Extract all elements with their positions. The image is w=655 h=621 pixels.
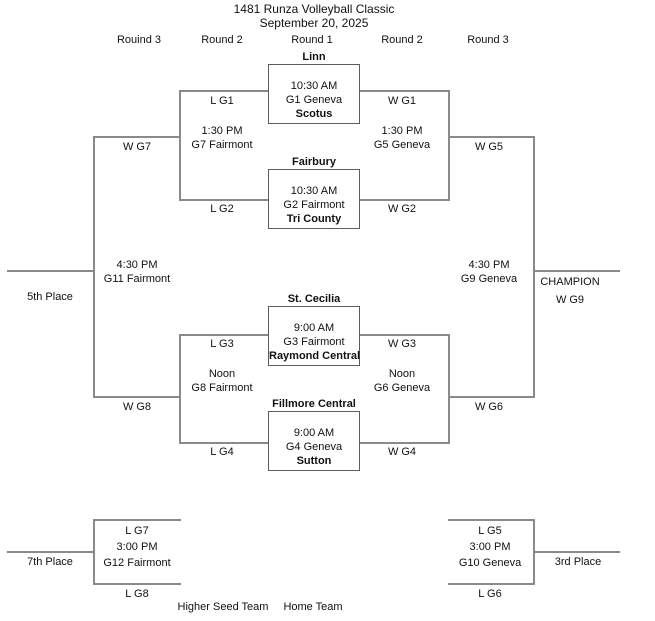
game3-home-team: Raymond Central bbox=[269, 350, 361, 362]
feeder-l-g2: L G2 bbox=[210, 203, 234, 215]
game2-time: 10:30 AM bbox=[290, 185, 338, 197]
legend-home-team: Home Team bbox=[283, 601, 343, 613]
game10-time: 3:00 PM bbox=[469, 541, 511, 553]
bracket-line bbox=[181, 199, 268, 201]
game2-location: G2 Fairmont bbox=[283, 199, 345, 211]
game2-home-team: Tri County bbox=[286, 213, 342, 225]
game1-higher-seed: Linn bbox=[302, 51, 326, 63]
bracket-line bbox=[93, 519, 95, 585]
bracket-line bbox=[181, 90, 268, 92]
bracket-line bbox=[93, 396, 181, 398]
bracket-line bbox=[448, 583, 535, 585]
round-header-left-2: Round 2 bbox=[201, 34, 243, 46]
game1-box: 10:30 AM G1 Geneva Scotus bbox=[268, 64, 360, 124]
round-header-right-2: Round 2 bbox=[381, 34, 423, 46]
game4-home-team: Sutton bbox=[296, 455, 332, 467]
bracket-line bbox=[448, 136, 535, 138]
third-top-feed: L G5 bbox=[478, 525, 502, 537]
game4-time: 9:00 AM bbox=[293, 427, 335, 439]
bracket-line bbox=[181, 442, 268, 444]
game3-higher-seed: St. Cecilia bbox=[287, 293, 341, 305]
bracket-line bbox=[93, 583, 181, 585]
bracket-line bbox=[448, 396, 535, 398]
round-header-1: Round 1 bbox=[291, 34, 333, 46]
game3-box: 9:00 AM G3 Fairmont Raymond Central bbox=[268, 306, 360, 366]
game6-location: G6 Geneva bbox=[373, 382, 431, 394]
game7-location: G7 Fairmont bbox=[191, 139, 253, 151]
game1-home-team: Scotus bbox=[295, 108, 333, 120]
bracket-line bbox=[7, 551, 93, 553]
bracket-line bbox=[93, 519, 181, 521]
feeder-w-g4: W G4 bbox=[387, 446, 417, 458]
game11-location: G11 Fairmont bbox=[103, 273, 171, 285]
bracket-line bbox=[448, 334, 450, 444]
seventh-top-feed: L G7 bbox=[125, 525, 149, 537]
fifth-place-label: 5th Place bbox=[27, 291, 73, 303]
game6-time: Noon bbox=[388, 368, 416, 380]
feeder-l-g1: L G1 bbox=[210, 95, 234, 107]
feeder-w-g1: W G1 bbox=[387, 95, 417, 107]
bracket-line bbox=[535, 270, 620, 272]
game2-higher-seed: Fairbury bbox=[291, 156, 336, 168]
winner-g8: W G8 bbox=[122, 401, 152, 413]
game3-time: 9:00 AM bbox=[293, 322, 335, 334]
bracket-line bbox=[179, 90, 181, 201]
game7-time: 1:30 PM bbox=[201, 125, 243, 137]
game11-time: 4:30 PM bbox=[116, 259, 158, 271]
bracket-line bbox=[93, 136, 95, 398]
champion-label: CHAMPION bbox=[540, 276, 600, 288]
game4-higher-seed: Fillmore Central bbox=[272, 398, 356, 410]
winner-g6: W G6 bbox=[474, 401, 504, 413]
game8-location: G8 Fairmont bbox=[191, 382, 253, 394]
bracket-line bbox=[360, 90, 448, 92]
bracket-line bbox=[448, 519, 535, 521]
third-bottom-feed: L G6 bbox=[478, 588, 502, 600]
bracket-line bbox=[533, 551, 620, 553]
game4-location: G4 Geneva bbox=[285, 441, 343, 453]
seventh-place-label: 7th Place bbox=[27, 556, 73, 568]
game10-location: G10 Geneva bbox=[458, 557, 522, 569]
seventh-bottom-feed: L G8 bbox=[125, 588, 149, 600]
game9-location: G9 Geneva bbox=[460, 273, 518, 285]
game4-box: 9:00 AM G4 Geneva Sutton bbox=[268, 411, 360, 471]
feeder-w-g2: W G2 bbox=[387, 203, 417, 215]
bracket-line bbox=[181, 334, 268, 336]
bracket-line bbox=[360, 442, 448, 444]
game1-time: 10:30 AM bbox=[290, 80, 338, 92]
bracket-line bbox=[360, 334, 448, 336]
winner-g5: W G5 bbox=[474, 141, 504, 153]
game9-time: 4:30 PM bbox=[468, 259, 510, 271]
round-header-right-3: Round 3 bbox=[467, 34, 509, 46]
feeder-w-g3: W G3 bbox=[387, 338, 417, 350]
game5-location: G5 Geneva bbox=[373, 139, 431, 151]
game8-time: Noon bbox=[208, 368, 236, 380]
bracket-line bbox=[448, 90, 450, 201]
game12-location: G12 Fairmont bbox=[103, 557, 171, 569]
game5-time: 1:30 PM bbox=[381, 125, 423, 137]
bracket-line bbox=[179, 334, 181, 444]
game3-location: G3 Fairmont bbox=[283, 336, 345, 348]
bracket-line bbox=[7, 270, 93, 272]
legend-higher-seed: Higher Seed Team bbox=[177, 601, 269, 613]
bracket-line bbox=[360, 199, 448, 201]
champion-winner: W G9 bbox=[555, 294, 585, 306]
bracket-line bbox=[93, 136, 181, 138]
game1-location: G1 Geneva bbox=[285, 94, 343, 106]
game2-box: 10:30 AM G2 Fairmont Tri County bbox=[268, 169, 360, 229]
bracket-line bbox=[533, 136, 535, 398]
winner-g7: W G7 bbox=[122, 141, 152, 153]
tournament-title: 1481 Runza Volleyball Classic bbox=[233, 2, 395, 16]
game12-time: 3:00 PM bbox=[116, 541, 158, 553]
round-header-left-3: Rouind 3 bbox=[116, 34, 162, 46]
third-place-label: 3rd Place bbox=[554, 556, 602, 568]
feeder-l-g3: L G3 bbox=[210, 338, 234, 350]
tournament-date: September 20, 2025 bbox=[259, 16, 369, 30]
feeder-l-g4: L G4 bbox=[210, 446, 234, 458]
